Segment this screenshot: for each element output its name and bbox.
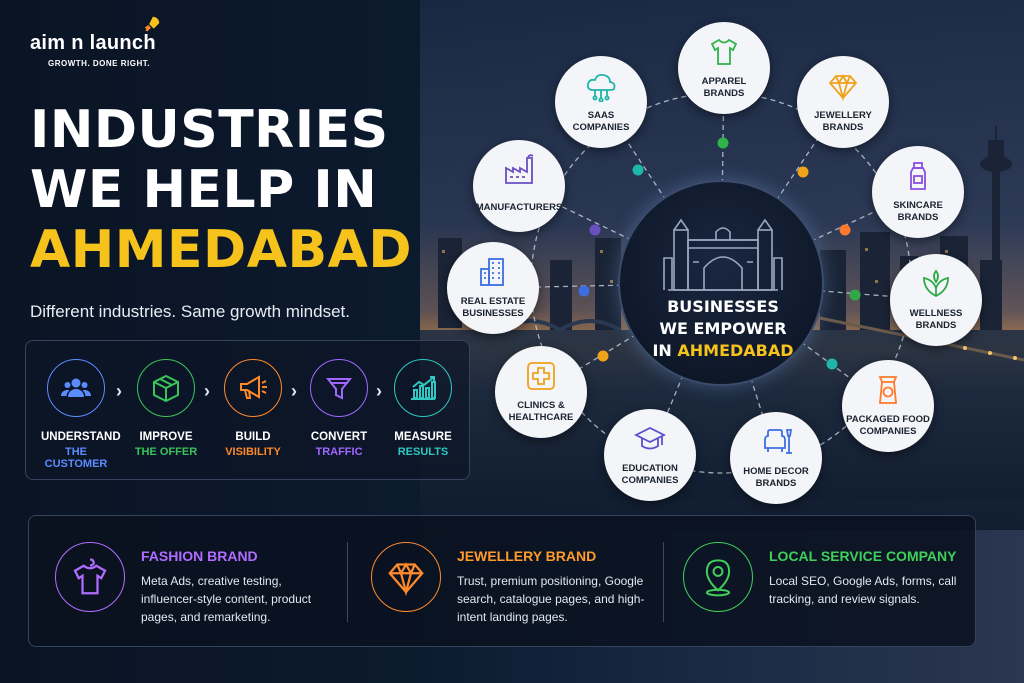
factory-icon [505,154,534,184]
diamond-icon [371,542,441,612]
process-step-label: BUILD [235,431,271,443]
card-description: Trust, premium positioning, Google searc… [457,574,645,624]
card-description: Meta Ads, creative testing, influencer-s… [141,574,312,624]
process-step-convert[interactable]: CONVERT TRAFFIC [304,359,374,458]
subtitle: Different industries. Same growth mindse… [30,302,350,321]
card-title: JEWELLERY BRAND [457,548,597,564]
title-line-3: AHMEDABAD [30,220,412,280]
industry-label: MANUFACTURERS [475,202,563,213]
process-step-sublabel: VISIBILITY [225,446,281,458]
box-icon [137,359,195,417]
leaf-icon [923,269,949,298]
card-divider [663,542,664,622]
process-step-sublabel: THE OFFER [134,446,198,458]
card-local-service-company[interactable]: LOCAL SERVICE COMPANY Local SEO, Google … [683,516,973,648]
rocket-icon [144,16,160,32]
bottle-icon [910,162,926,190]
process-step-measure[interactable]: MEASURE RESULTS [388,359,458,458]
cloud-icon [586,73,616,102]
hub-businesses-we-empower: BUSINESSES WE EMPOWER IN AHMEDABAD [618,180,824,386]
title-line-2: WE HELP IN [30,160,378,220]
industry-manufacturers[interactable]: MANUFACTURERS [473,140,565,232]
card-description: Local SEO, Google Ads, forms, call track… [769,574,957,606]
example-cards-panel: FASHION BRAND Meta Ads, creative testing… [28,515,976,647]
process-step-sublabel: THE CUSTOMER [44,446,108,470]
hub-line-3-highlight: AHMEDABAD [677,341,794,360]
card-title: LOCAL SERVICE COMPANY [769,548,957,564]
chevron-right-icon: › [291,381,297,401]
industry-clinics-healthcare[interactable]: CLINICS &HEALTHCARE [495,346,587,438]
process-step-label: UNDERSTAND [41,431,121,443]
armchair-icon [764,429,792,454]
process-step-understand[interactable]: UNDERSTAND THE CUSTOMER [41,359,121,470]
tshirt-icon [710,38,738,65]
funnel-icon [310,359,368,417]
title-line-1: INDUSTRIES [30,100,389,160]
card-title: FASHION BRAND [141,548,258,564]
medical-cross-icon [527,362,555,390]
diamond-icon [828,74,858,102]
hub-line-1: BUSINESSES [667,297,779,316]
chevron-right-icon: › [204,381,210,401]
megaphone-icon [224,359,282,417]
page-title: INDUSTRIES WE HELP IN AHMEDABAD [30,100,412,280]
process-step-improve[interactable]: IMPROVE THE OFFER [131,359,201,458]
process-step-sublabel: RESULTS [397,446,449,458]
building-icon [480,258,504,286]
chevron-right-icon: › [116,381,122,401]
brand-tagline: GROWTH. DONE RIGHT. [48,59,150,68]
chevron-right-icon: › [376,381,382,401]
hub-line-3: IN AHMEDABAD [620,340,826,362]
process-step-build[interactable]: BUILD VISIBILITY [218,359,288,458]
card-jewellery-brand[interactable]: JEWELLERY BRAND Trust, premium positioni… [371,516,671,648]
process-step-label: CONVERT [310,431,368,443]
food-pack-icon [878,376,898,404]
process-step-label: MEASURE [394,431,452,443]
hub-title: BUSINESSES WE EMPOWER IN AHMEDABAD [620,296,826,362]
chart-icon [394,359,452,417]
process-step-sublabel: TRAFFIC [315,446,363,458]
brand-logo[interactable]: aim n launch GROWTH. DONE RIGHT. [30,16,160,68]
location-pin-icon [683,542,753,612]
growth-process-panel: UNDERSTAND THE CUSTOMER › IMPROVE THE OF… [25,340,470,480]
tshirt-icon [55,542,125,612]
hub-line-2: WE EMPOWER [659,319,787,338]
card-fashion-brand[interactable]: FASHION BRAND Meta Ads, creative testing… [55,516,355,648]
gateway-monument-icon [663,218,783,291]
process-step-label: IMPROVE [139,431,193,443]
card-divider [347,542,348,622]
industry-label: CLINICS &HEALTHCARE [508,400,574,423]
graduation-cap-icon [634,426,666,450]
users-icon [47,359,105,417]
brand-name: aim n launch [30,32,156,54]
hub-line-3-prefix: IN [652,341,678,360]
